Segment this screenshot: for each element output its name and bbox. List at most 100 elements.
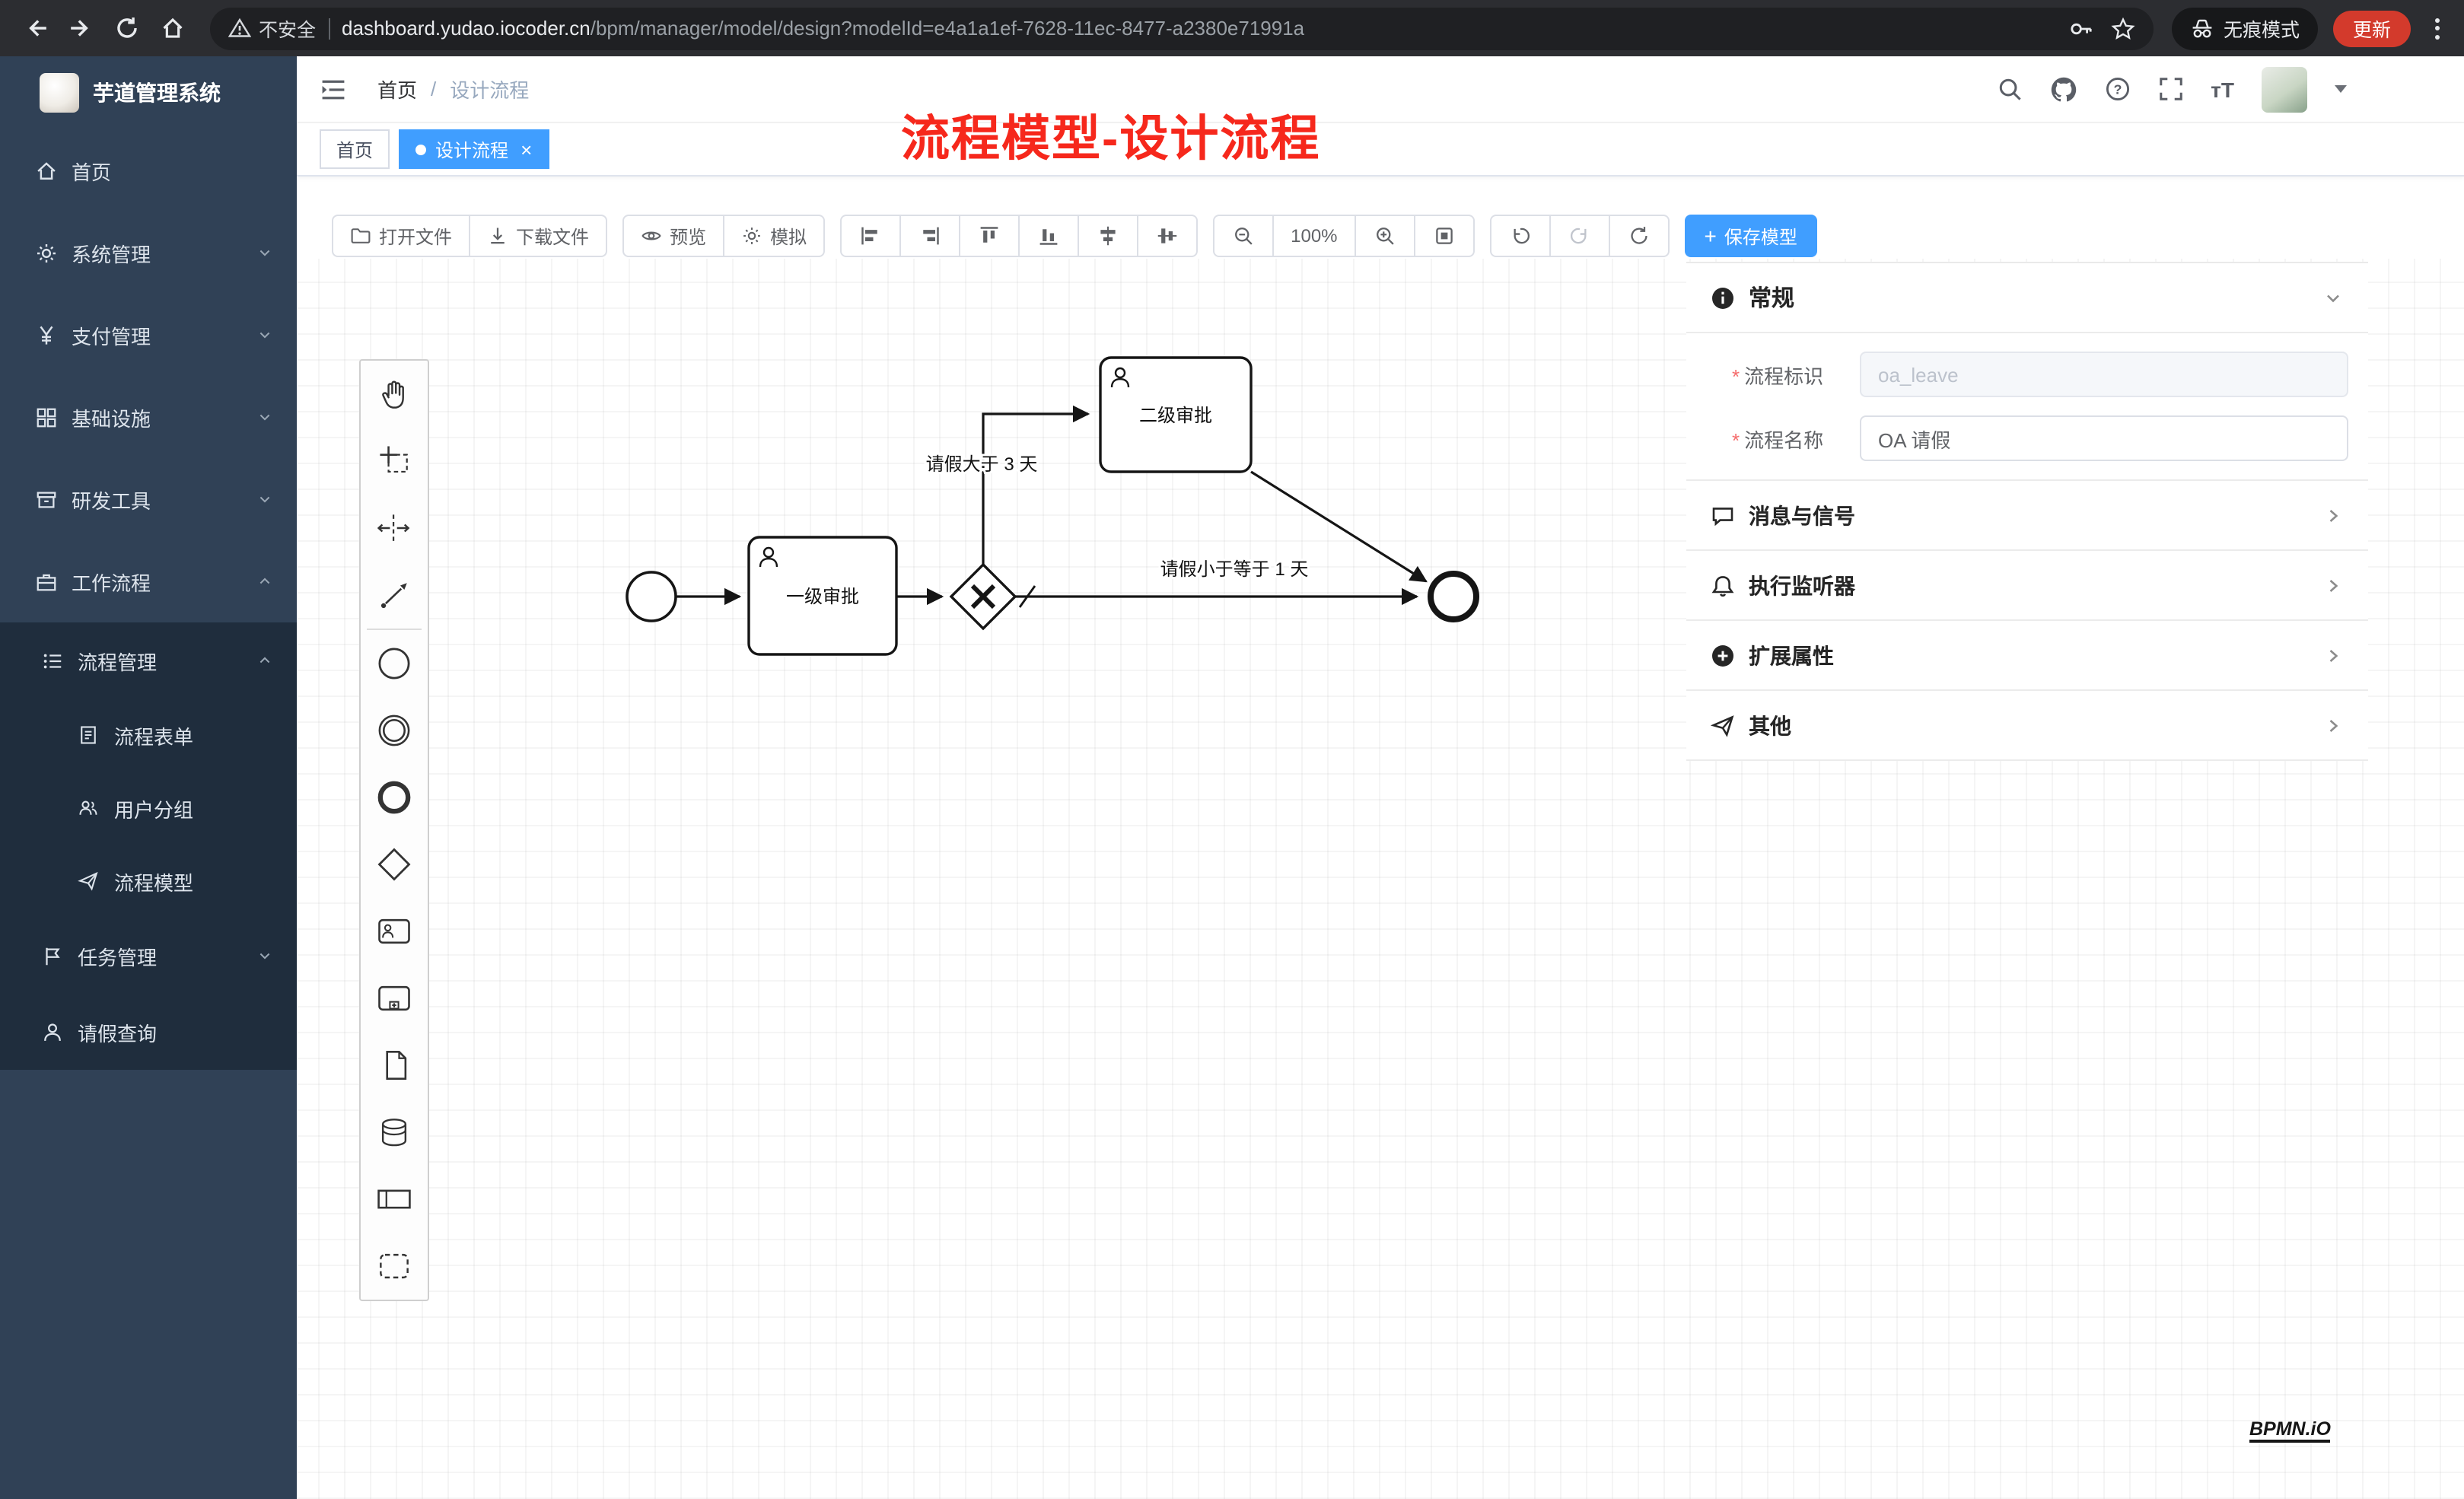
process-name-input[interactable]: [1860, 415, 2348, 461]
flow-task2-to-end[interactable]: [1250, 470, 1428, 583]
section-extended-attributes[interactable]: 扩展属性: [1686, 621, 2368, 691]
sidebar-item-label: 系统管理: [72, 243, 151, 266]
person-icon: [762, 546, 775, 559]
palette-group[interactable]: [361, 1233, 428, 1300]
palette-space-tool[interactable]: [361, 495, 428, 562]
browser-back-button[interactable]: [15, 8, 55, 48]
fullscreen-icon: [2159, 78, 2182, 100]
sidebar-item-process-management[interactable]: 流程管理: [0, 622, 297, 699]
sidebar-item-process-model[interactable]: 流程模型: [0, 845, 297, 918]
tab-design-process[interactable]: 设计流程 ×: [399, 129, 549, 169]
bpmn-io-watermark[interactable]: BPMN.iO: [2249, 1418, 2331, 1443]
section-general-header[interactable]: 常规: [1686, 263, 2368, 333]
palette-participant[interactable]: [361, 1166, 428, 1233]
sidebar-item-home[interactable]: 首页: [0, 129, 297, 212]
browser-home-button[interactable]: [152, 8, 192, 48]
tab-label: 设计流程: [435, 139, 509, 161]
palette-hand-tool[interactable]: [361, 361, 428, 428]
flow-gateway-to-task2[interactable]: [982, 405, 1090, 566]
browser-reload-button[interactable]: [107, 8, 146, 48]
sidebar-item-system[interactable]: 系统管理: [0, 212, 297, 294]
end-event[interactable]: [1428, 571, 1479, 622]
sidebar-item-payment[interactable]: 支付管理: [0, 294, 297, 376]
align-vertical-center-button[interactable]: [1137, 215, 1199, 257]
header-fullscreen-button[interactable]: [2157, 76, 2183, 102]
user-task-first-approval[interactable]: 一级审批: [747, 536, 898, 656]
zoom-level-button[interactable]: 100%: [1272, 215, 1356, 257]
bookmark-star-button[interactable]: [2111, 16, 2135, 40]
start-event[interactable]: [626, 571, 677, 622]
align-horizontal-center-button[interactable]: [1078, 215, 1139, 257]
sidebar-item-task-management[interactable]: 任务管理: [0, 918, 297, 994]
field-label: *流程标识: [1732, 364, 1824, 387]
palette-data-object[interactable]: [361, 1032, 428, 1099]
address-bar[interactable]: 不安全 dashboard.yudao.iocoder.cn/bpm/manag…: [210, 7, 2154, 49]
browser-menu-button[interactable]: [2426, 11, 2449, 45]
security-indicator[interactable]: 不安全: [228, 14, 316, 43]
palette-intermediate-event[interactable]: [361, 697, 428, 764]
section-execution-listener[interactable]: 执行监听器: [1686, 551, 2368, 621]
header-fontsize-button[interactable]: тT: [2211, 77, 2234, 101]
align-top-button[interactable]: [959, 215, 1020, 257]
browser-update-button[interactable]: 更新: [2332, 10, 2411, 46]
password-key-button[interactable]: [2068, 16, 2093, 40]
avatar[interactable]: [2262, 66, 2307, 112]
sidebar-item-user-group[interactable]: 用户分组: [0, 772, 297, 845]
simulate-button[interactable]: 模拟: [723, 215, 826, 257]
sidebar-item-label: 流程模型: [114, 871, 194, 894]
tab-home[interactable]: 首页: [320, 129, 390, 169]
bpmn-canvas[interactable]: 一级审批 二级审批: [297, 259, 2464, 1499]
align-bottom-button[interactable]: [1018, 215, 1080, 257]
palette-end-event[interactable]: [361, 764, 428, 831]
user-task-second-approval[interactable]: 二级审批: [1099, 356, 1253, 473]
sidebar-item-workflow[interactable]: 工作流程: [0, 540, 297, 622]
palette-gateway[interactable]: [361, 831, 428, 898]
sidebar-item-process-form[interactable]: 流程表单: [0, 699, 297, 772]
sidebar-item-devtools[interactable]: 研发工具: [0, 458, 297, 540]
browser-forward-button[interactable]: [61, 8, 100, 48]
zoom-reset-button[interactable]: [1413, 215, 1475, 257]
open-file-button[interactable]: 打开文件: [332, 215, 471, 257]
preview-button[interactable]: 预览: [622, 215, 725, 257]
logo-image: [40, 73, 79, 113]
palette-global-connect-tool[interactable]: [361, 562, 428, 629]
palette-data-store[interactable]: [361, 1099, 428, 1166]
section-other[interactable]: 其他: [1686, 691, 2368, 761]
sidebar-item-leave-query[interactable]: 请假查询: [0, 994, 297, 1070]
header-github-button[interactable]: [2049, 75, 2077, 103]
download-file-button[interactable]: 下载文件: [469, 215, 608, 257]
process-key-input[interactable]: [1860, 352, 2348, 397]
zoom-in-button[interactable]: [1354, 215, 1415, 257]
redo-button[interactable]: [1549, 215, 1610, 257]
align-left-button[interactable]: [840, 215, 902, 257]
align-right-button[interactable]: [899, 215, 961, 257]
undo-button[interactable]: [1489, 215, 1551, 257]
section-message-signal[interactable]: 消息与信号: [1686, 481, 2368, 551]
sidebar-item-infra[interactable]: 基础设施: [0, 376, 297, 458]
flow-label-gt3[interactable]: 请假大于 3 天: [924, 452, 1040, 477]
palette-lasso-tool[interactable]: [361, 428, 428, 495]
hamburger-icon: [322, 79, 345, 99]
space-tool-icon: [377, 514, 410, 542]
breadcrumb-home[interactable]: 首页: [377, 79, 418, 102]
header-search-button[interactable]: [1996, 76, 2022, 102]
person-icon: [1114, 367, 1126, 379]
save-model-button[interactable]: + 保存模型: [1684, 215, 1817, 257]
sidebar-collapse-button[interactable]: [320, 75, 347, 103]
avatar-dropdown-caret[interactable]: [2335, 85, 2347, 93]
github-icon: [2050, 76, 2076, 101]
app-logo[interactable]: 芋道管理系统: [0, 56, 297, 129]
tab-close-icon[interactable]: ×: [520, 138, 533, 161]
zoom-out-button[interactable]: [1213, 215, 1275, 257]
chevron-right-icon: [2322, 504, 2344, 526]
url-text[interactable]: dashboard.yudao.iocoder.cn/bpm/manager/m…: [342, 17, 1304, 40]
palette-user-task[interactable]: [361, 898, 428, 965]
users-icon: [76, 796, 100, 820]
restart-button[interactable]: [1608, 215, 1670, 257]
header-help-button[interactable]: ?: [2104, 76, 2130, 102]
palette-start-event[interactable]: [361, 630, 428, 697]
flow-label-le1[interactable]: 请假小于等于 1 天: [1158, 557, 1311, 582]
sidebar-item-label: 流程管理: [78, 651, 158, 673]
exclusive-gateway[interactable]: [949, 562, 1017, 631]
palette-subprocess[interactable]: [361, 965, 428, 1032]
